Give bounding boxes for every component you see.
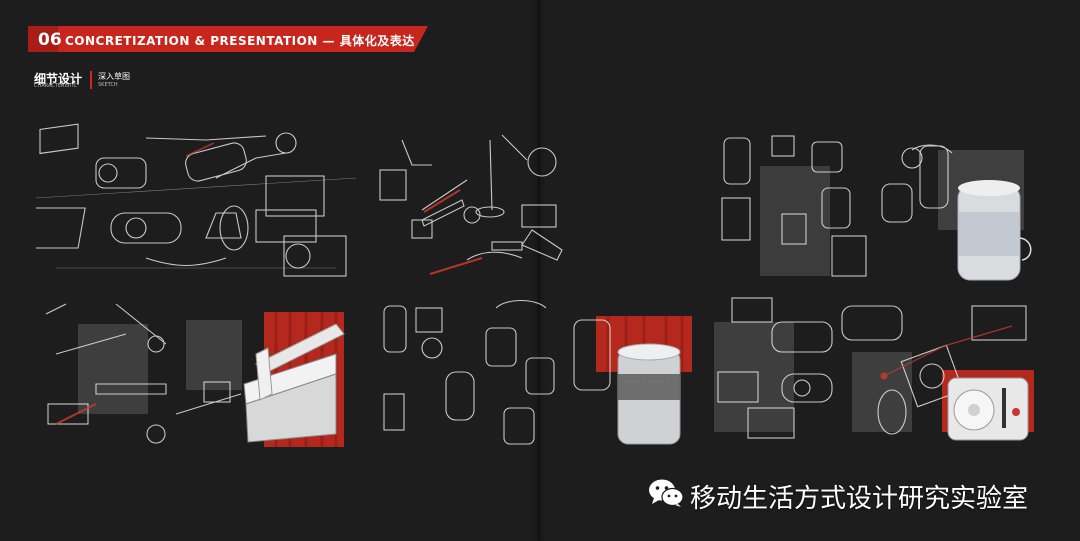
subheading-title: 细节设计	[34, 72, 83, 86]
subheading-subtitle-en: SKETCH	[98, 82, 118, 88]
bar-device-render	[243, 323, 345, 443]
canister-render	[617, 343, 681, 445]
cylinder-sketches-render	[721, 135, 1032, 281]
watermark-text: 移动生活方式设计研究实验室	[690, 484, 1029, 514]
section-banner: 06 CONCRETIZATION & PRESENTATION — 具体化及表…	[28, 26, 428, 52]
cylinder-render	[957, 180, 1032, 281]
sketch-panel-radio	[712, 292, 1042, 448]
bar-device-sketches-render	[45, 303, 345, 447]
subheading-divider	[90, 71, 92, 89]
subheading-title-en: CHARACTERISTIC	[34, 83, 78, 89]
section-title: CONCRETIZATION & PRESENTATION — 具体化及表达	[65, 34, 415, 48]
sketch-panel-lamp	[372, 120, 572, 280]
subheading-subtitle: 深入草图	[98, 72, 130, 81]
section-number: 06	[38, 30, 62, 50]
sketch-panel-canister	[376, 298, 696, 450]
sketch-panel-speakers	[36, 118, 361, 280]
sketch-panel-cylinder-render	[712, 128, 1052, 284]
sketch-panel-bar-render	[36, 294, 361, 450]
lamp-sketches	[379, 134, 563, 275]
radio-render	[947, 377, 1029, 441]
canister-sketches-render	[383, 299, 692, 445]
banner-shape	[28, 26, 428, 52]
radio-sketches-render	[714, 297, 1034, 441]
speaker-sketches	[36, 123, 357, 277]
wechat-icon	[648, 478, 684, 508]
page-fold	[538, 0, 540, 541]
